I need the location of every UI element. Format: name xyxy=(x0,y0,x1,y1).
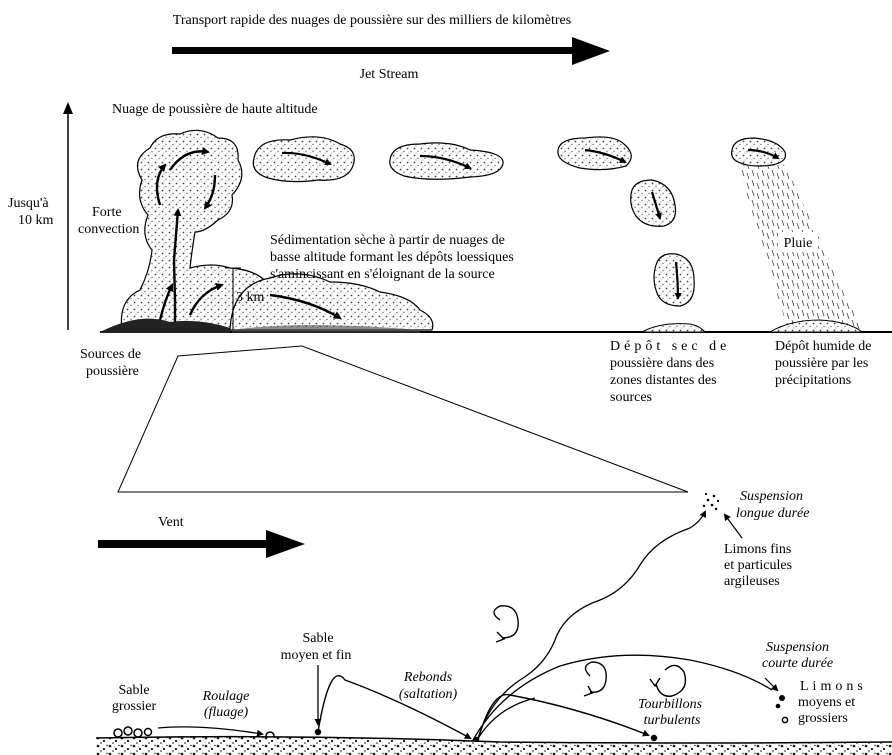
creep-label-2: (fluage) xyxy=(204,705,249,720)
mid-sand-label-2: moyen et fin xyxy=(281,648,352,663)
dry-deposit-label-3: zones distantes des xyxy=(610,373,717,388)
saltation-label: Rebonds xyxy=(403,670,453,685)
eddy-icon xyxy=(494,606,518,642)
jet-stream-label: Jet Stream xyxy=(360,67,419,82)
high-cloud-label: Nuage de poussière de haute altitude xyxy=(112,102,318,117)
short-suspension-label: Suspension xyxy=(766,640,829,655)
drifting-cloud xyxy=(390,143,503,179)
transport-label: Transport rapide des nuages de poussière… xyxy=(173,13,571,28)
dry-deposit-mound xyxy=(642,324,705,332)
descending-cloud xyxy=(654,254,694,306)
wind-label: Vent xyxy=(158,515,184,530)
coarse-silt-label: Limons xyxy=(800,679,867,694)
sedimentation-label-2: basse altitude formant les dépôts loessi… xyxy=(270,250,514,265)
wet-deposit-label-3: précipitations xyxy=(775,373,851,388)
creep-label: Roulage xyxy=(202,689,250,704)
altitude-axis xyxy=(63,102,73,330)
sedimentation-label-3: s'amincissant en s'éloignant de la sourc… xyxy=(270,267,495,282)
height-label: Jusqu'à xyxy=(8,196,49,211)
long-suspension-label: Suspension xyxy=(740,489,803,504)
short-suspension-label-2: courte durée xyxy=(762,656,833,671)
wet-deposit-label: Dépôt humide de xyxy=(775,339,871,354)
dry-deposit-label-2: poussière dans des xyxy=(610,356,714,371)
coarse-silt-label-3: grossiers xyxy=(798,711,848,726)
dry-deposit-label: Dépôt sec de xyxy=(610,339,730,354)
rain-label: Pluie xyxy=(784,236,813,251)
fine-silt-label: Limons fins xyxy=(724,542,791,557)
short-suspension-pointer xyxy=(765,678,777,690)
convection-label-2: convection xyxy=(78,222,139,237)
long-suspension-dust xyxy=(703,493,719,510)
three-km-label: 3 km xyxy=(236,290,265,305)
wind-arrow xyxy=(98,530,305,558)
creep-path xyxy=(158,727,262,734)
coarse-silt-label-2: moyens et xyxy=(798,695,855,710)
mid-sand-label: Sable xyxy=(302,631,333,646)
eddies-label: Tourbillons xyxy=(638,697,703,712)
saltation-path xyxy=(318,676,470,738)
coarse-sand-label: Sable xyxy=(118,683,149,698)
convection-label: Forte xyxy=(92,205,122,220)
sedimentation-label: Sédimentation sèche à partir de nuages d… xyxy=(270,233,505,248)
eddy-icon xyxy=(650,665,686,696)
wet-deposit-label-2: poussière par les xyxy=(775,356,868,371)
height-label-km: 10 km xyxy=(18,213,54,228)
descending-cloud xyxy=(631,180,676,226)
coarse-sand-grains xyxy=(114,727,152,737)
eddy-icon xyxy=(584,662,606,696)
short-suspension-envelope xyxy=(472,655,772,742)
dry-deposit-label-4: sources xyxy=(610,390,652,405)
rain-cloud xyxy=(732,138,786,166)
coarse-silt-particles xyxy=(776,695,788,723)
long-suspension-label-2: longue durée xyxy=(736,506,809,521)
drifting-cloud xyxy=(558,137,631,170)
sources-label-2: poussière xyxy=(86,364,139,379)
fine-silt-label-3: argileuses xyxy=(724,574,780,589)
sources-label: Sources de xyxy=(80,347,141,362)
drifting-cloud xyxy=(253,137,354,182)
saltation-label-2: (saltation) xyxy=(399,687,458,702)
zoom-outline xyxy=(118,346,688,492)
coarse-sand-label-2: grossier xyxy=(112,699,157,714)
sediment-ground xyxy=(96,737,892,755)
fine-silt-label-2: et particules xyxy=(724,558,792,573)
eddies-label-2: turbulents xyxy=(644,713,701,728)
jet-stream-arrow xyxy=(172,37,610,65)
